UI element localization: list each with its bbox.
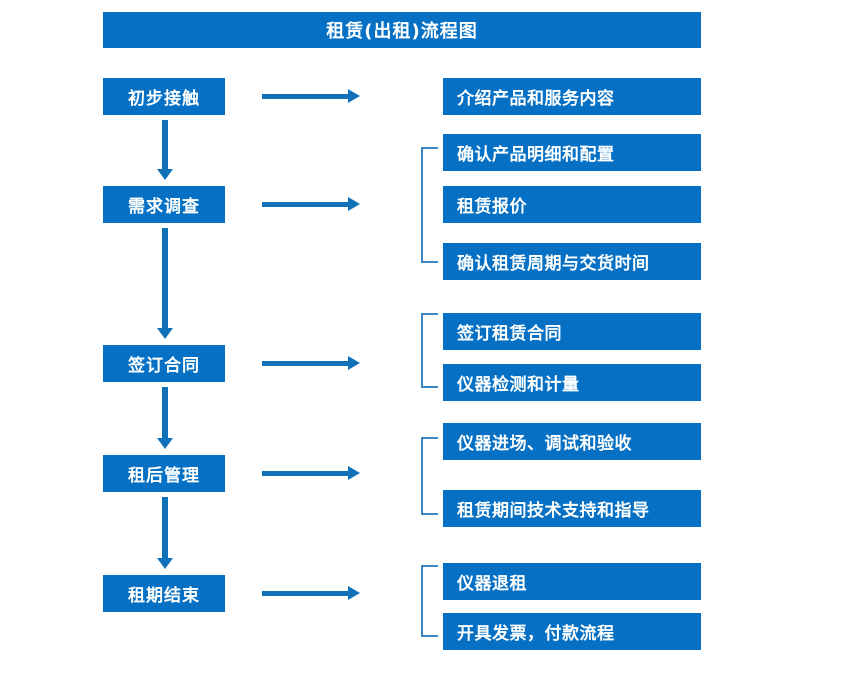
group-bracket-post-rental xyxy=(421,437,438,515)
task-box-technical-support[interactable]: 租赁期间技术支持和指导 xyxy=(443,490,701,527)
diagram-title: 租赁(出租)流程图 xyxy=(103,12,701,48)
stage-box-chu-bu-jie-chu[interactable]: 初步接触 xyxy=(103,78,225,115)
group-bracket-closing xyxy=(421,565,438,637)
arrow-right-stage1 xyxy=(262,89,360,103)
arrow-down-stage3-stage4 xyxy=(157,387,173,449)
arrow-down-stage2-stage3 xyxy=(157,228,173,339)
task-box-instrument-inspection[interactable]: 仪器检测和计量 xyxy=(443,364,701,401)
arrow-down-stage4-stage5 xyxy=(157,497,173,569)
stage-box-xu-qiu-diao-cha[interactable]: 需求调查 xyxy=(103,186,225,223)
arrow-right-stage4 xyxy=(262,466,360,480)
group-bracket-requirements xyxy=(421,147,438,263)
stage-box-zu-hou-guan-li[interactable]: 租后管理 xyxy=(103,455,225,492)
arrow-down-stage1-stage2 xyxy=(157,120,173,180)
group-bracket-contract xyxy=(421,313,438,388)
task-box-rental-quote[interactable]: 租赁报价 xyxy=(443,186,701,223)
task-box-confirm-rental-period[interactable]: 确认租赁周期与交货时间 xyxy=(443,243,701,280)
stage-box-zu-qi-jie-shu[interactable]: 租期结束 xyxy=(103,575,225,612)
stage-box-qian-ding-he-tong[interactable]: 签订合同 xyxy=(103,345,225,382)
arrow-right-stage5 xyxy=(262,586,360,600)
task-box-confirm-product-details[interactable]: 确认产品明细和配置 xyxy=(443,134,701,171)
arrow-right-stage3 xyxy=(262,356,360,370)
task-box-sign-rental-contract[interactable]: 签订租赁合同 xyxy=(443,313,701,350)
task-box-introduce-products[interactable]: 介绍产品和服务内容 xyxy=(443,78,701,115)
arrow-right-stage2 xyxy=(262,197,360,211)
task-box-instrument-installation[interactable]: 仪器进场、调试和验收 xyxy=(443,423,701,460)
task-box-invoice-payment[interactable]: 开具发票，付款流程 xyxy=(443,613,701,650)
task-box-instrument-return[interactable]: 仪器退租 xyxy=(443,563,701,600)
